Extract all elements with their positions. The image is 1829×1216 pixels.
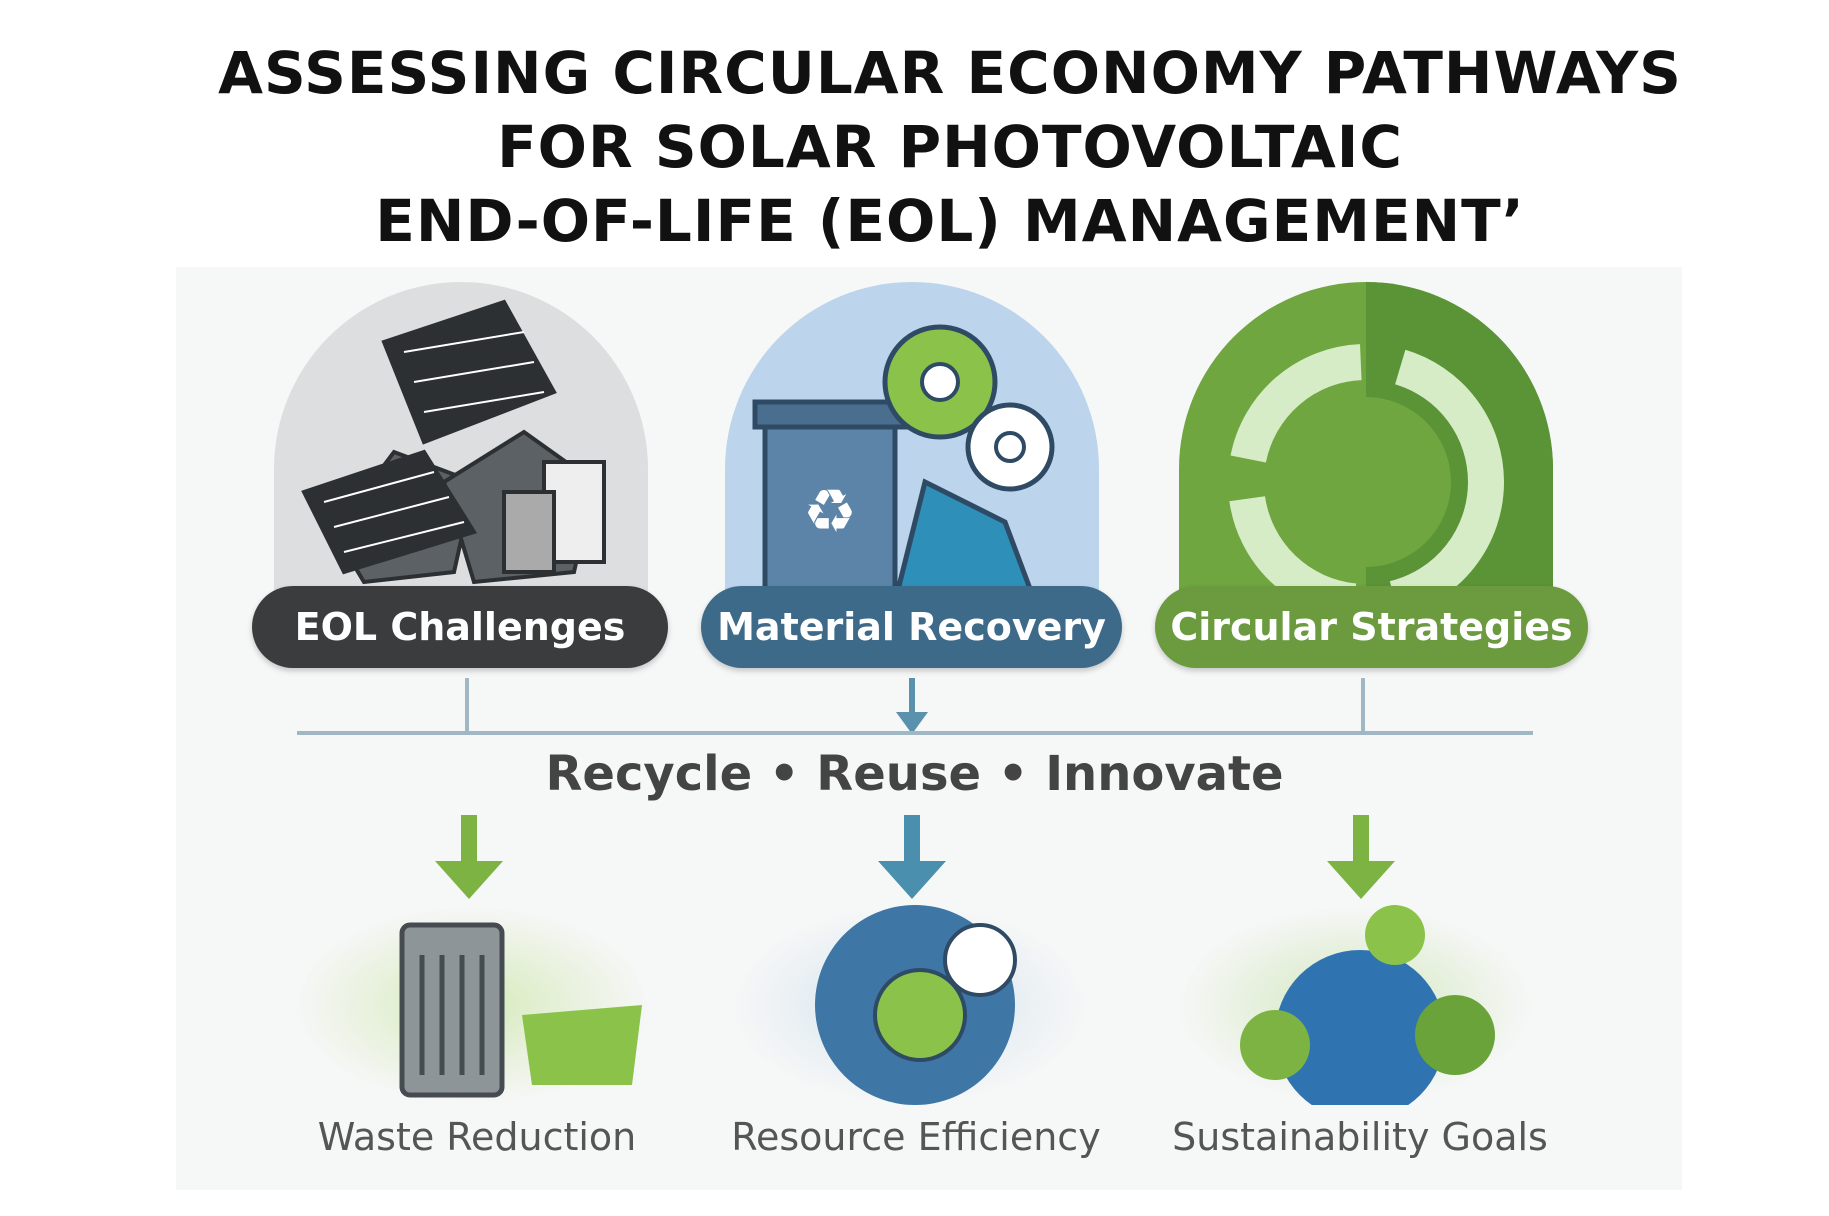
globe-gears-icon [730,905,1090,1105]
outcome-label-sustainability-goals: Sustainability Goals [1172,1115,1548,1159]
arrow-down-icon [878,815,946,899]
connector-line [465,678,469,732]
solar-panel-waste-icon [274,282,648,622]
page-title: ASSESSING CIRCULAR ECONOMY PATHWAYS FOR … [0,36,1829,258]
outcome-label-resource-efficiency: Resource Efficiency [731,1115,1101,1159]
arrow-down-icon [1327,815,1395,899]
svg-text:♻: ♻ [803,477,857,547]
title-line-1: ASSESSING CIRCULAR ECONOMY PATHWAYS [218,39,1682,107]
pillar-eol-challenges: EOL Challenges [252,586,668,668]
pillar-material-recovery: Material Recovery [701,586,1122,668]
trash-can-icon [292,905,652,1105]
circular-arrows-icon [1179,282,1553,622]
tagline: Recycle • Reuse • Innovate [545,746,1284,802]
arrow-down-icon [896,678,928,734]
pillar-circular-strategies: Circular Strategies [1155,586,1588,668]
green-earth-icon [1175,905,1535,1120]
connector-line [1361,678,1365,732]
pillar-label: Circular Strategies [1170,605,1573,649]
outcome-label-waste-reduction: Waste Reduction [317,1115,637,1159]
title-line-2: FOR SOLAR PHOTOVOLTAIC [497,113,1403,181]
pillar-label: Material Recovery [717,605,1106,649]
title-line-3: END-OF-LIFE (EOL) MANAGEMENT’ [375,187,1525,255]
horizontal-divider [297,731,1533,735]
arrow-down-icon [435,815,503,899]
pillar-label: EOL Challenges [294,605,626,649]
recycle-bin-gears-icon: ♻ [725,282,1099,622]
